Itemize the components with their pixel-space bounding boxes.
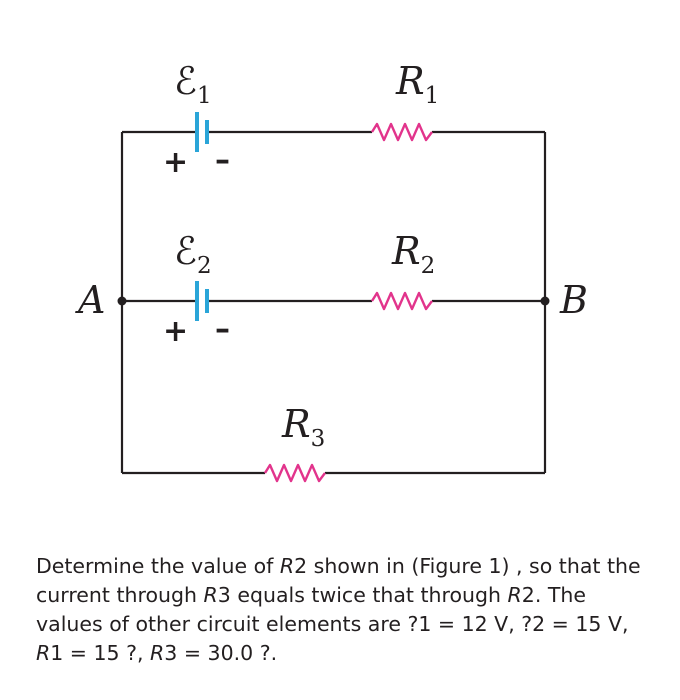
question-italic-symbol: R: [36, 641, 51, 665]
question-italic-symbol: R: [279, 554, 295, 578]
label-node-a: A: [75, 278, 105, 322]
node-b-dot: [540, 296, 550, 306]
label-r2: R2: [391, 229, 435, 279]
battery-emf2: [195, 281, 209, 321]
label-emf1: ℰ1: [174, 59, 212, 109]
node-a-dot: [117, 296, 127, 306]
resistor-r2: [370, 291, 433, 311]
question-text-run: 1 = 15 ?,: [50, 641, 151, 665]
resistor-r1: [370, 122, 433, 142]
emf2-plus-sign: +: [163, 314, 188, 349]
emf2-minus-sign: –: [215, 312, 230, 347]
question-text-run: 2. The values of other circuit elements …: [36, 583, 629, 636]
circuit-wires: [120, 130, 547, 475]
label-node-b: B: [559, 278, 588, 322]
label-r1: R1: [395, 59, 439, 109]
question-italic-symbol: R: [150, 641, 165, 665]
resistor-r3: [263, 463, 326, 483]
question-text: Determine the value of R2 shown in (Figu…: [36, 552, 656, 668]
question-text-run: 2 shown in (Figure 1) , so that the curr…: [36, 554, 641, 607]
battery-emf1: [195, 112, 209, 152]
circuit-diagram: ℰ1 ℰ2 R1 R2 R3 A B + – + –: [75, 59, 588, 483]
label-emf2: ℰ2: [174, 229, 212, 279]
question-italic-symbol: R: [507, 583, 522, 607]
emf1-minus-sign: –: [215, 143, 230, 178]
question-text-run: 3 = 30.0 ?.: [164, 641, 278, 665]
emf1-plus-sign: +: [163, 145, 188, 180]
question-text-run: Determine the value of: [36, 554, 280, 578]
question-italic-symbol: R: [203, 583, 218, 607]
label-r3: R3: [281, 402, 325, 452]
question-text-run: 3 equals twice that through: [217, 583, 508, 607]
